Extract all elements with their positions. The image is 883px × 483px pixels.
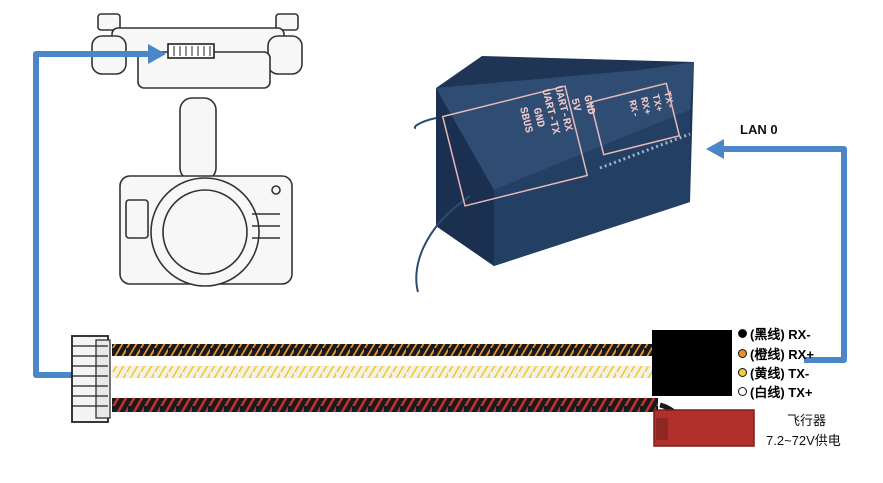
power-connector xyxy=(653,409,755,447)
wire-legend-row: (黄线) TX- xyxy=(738,363,809,381)
wire-legend-row: (橙线) RX+ xyxy=(738,344,814,362)
silk-gnd1: GND xyxy=(580,94,597,117)
silk-gnd2: GND xyxy=(530,107,547,130)
wire-color-dot-icon xyxy=(738,328,747,338)
arrow-to-lan xyxy=(722,146,847,363)
decoder-board xyxy=(413,56,694,293)
cable-harness xyxy=(112,344,682,433)
wire-color-dot-icon xyxy=(738,367,747,377)
power-label-line2: 7.2~72V供电 xyxy=(766,433,841,448)
wire-legend-row: (黑线) RX- xyxy=(738,324,811,342)
silk-tx-plus: TX+ xyxy=(648,93,663,113)
silk-rx-minus: RX- xyxy=(625,99,640,119)
arrow-head-lan xyxy=(706,139,724,159)
wire-label: (黑线) RX- xyxy=(750,326,811,342)
silk-tx-minus: TX- xyxy=(660,90,675,110)
gimbal-cable-connector xyxy=(71,335,111,423)
wire-label: (白线) TX+ xyxy=(750,384,813,400)
power-label-line1: 飞行器 xyxy=(787,413,827,428)
gimbal-camera-illustration xyxy=(91,13,303,287)
lan-port-label: LAN 0 xyxy=(740,122,778,137)
wire-label: (橙线) RX+ xyxy=(750,346,814,362)
gimbal-connector-port xyxy=(167,43,215,59)
wire-legend-row: (白线) TX+ xyxy=(738,382,812,400)
wire-label: (黄线) TX- xyxy=(750,365,810,381)
wire-color-dot-icon xyxy=(738,386,747,396)
arrow-head-gimbal xyxy=(148,44,166,64)
wire-color-dot-icon xyxy=(738,348,747,358)
silk-rx-plus: RX+ xyxy=(637,96,652,116)
silk-5v: 5V xyxy=(568,97,583,113)
arrow-to-gimbal xyxy=(33,51,150,378)
ethernet-connector xyxy=(652,330,732,396)
board-silkscreen-right: TX- TX+ RX+ RX- xyxy=(625,90,675,119)
